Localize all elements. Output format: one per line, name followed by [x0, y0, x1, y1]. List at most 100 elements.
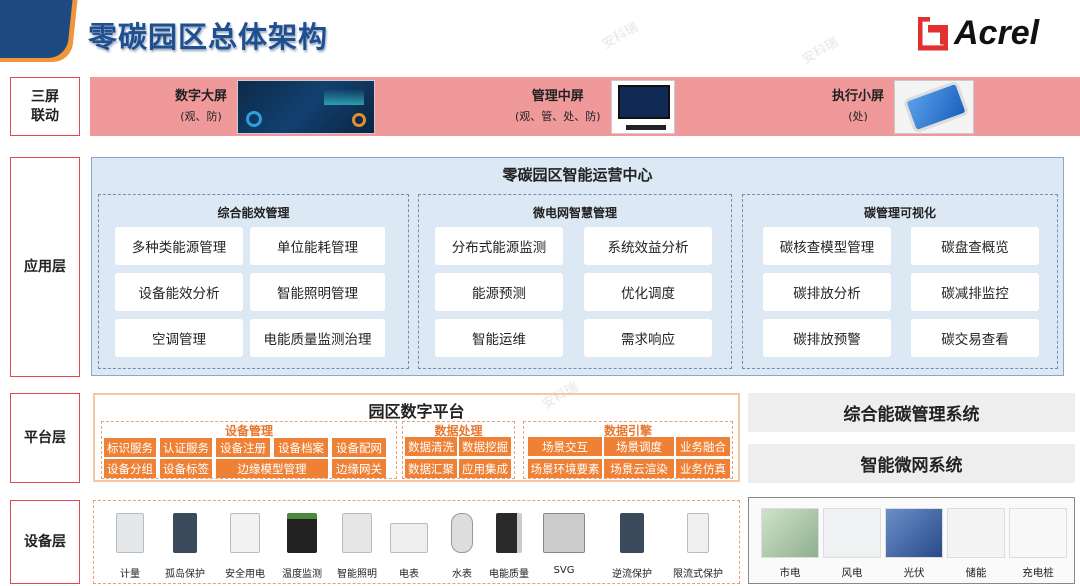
module-card[interactable]: 系统效益分析: [584, 227, 712, 265]
corner-decoration: [0, 0, 74, 58]
data-engine-group: 数据引擎 场景交互 场景调度 业务融合 场景环境要素 场景云渲染 业务仿真: [523, 421, 733, 479]
layer-label-platform: 平台层: [10, 393, 80, 483]
device-item: 智能照明: [329, 513, 385, 580]
platform-cell[interactable]: 设备标签: [160, 459, 212, 478]
source-item: 光伏: [885, 508, 943, 580]
group-microgrid: 微电网智慧管理 分布式能源监测 系统效益分析 能源预测 优化调度 智能运维 需求…: [418, 194, 732, 369]
logo-mark-icon: [918, 16, 948, 51]
platform-cell[interactable]: 认证服务: [160, 438, 212, 457]
device-item: 孤岛保护: [157, 513, 213, 580]
group-energy-efficiency: 综合能效管理 多种类能源管理 单位能耗管理 设备能效分析 智能照明管理 空调管理…: [98, 194, 409, 369]
platform-cell[interactable]: 数据清洗: [405, 437, 457, 456]
module-card[interactable]: 能源预测: [435, 273, 563, 311]
device-label: 温度监测: [282, 569, 322, 580]
solar-panel-icon: [885, 508, 943, 558]
reverse-flow-protection-icon: [620, 513, 644, 553]
group-title: 设备管理: [224, 424, 273, 438]
system-energy-carbon[interactable]: 综合能碳管理系统: [748, 393, 1075, 432]
charging-pile-icon: [1009, 508, 1067, 558]
device-label: 电能质量: [489, 569, 529, 580]
platform-cell[interactable]: 业务仿真: [676, 459, 730, 478]
platform-cell[interactable]: 业务融合: [676, 437, 730, 456]
platform-cell[interactable]: 边缘模型管理: [216, 459, 328, 478]
layer-label-application: 应用层: [10, 157, 80, 377]
module-card[interactable]: 碳盘查概览: [911, 227, 1039, 265]
source-label: 光伏: [903, 567, 925, 579]
module-card[interactable]: 碳排放预警: [763, 319, 891, 357]
module-card[interactable]: 空调管理: [115, 319, 243, 357]
module-card[interactable]: 碳减排监控: [911, 273, 1039, 311]
module-card[interactable]: 碳核查模型管理: [763, 227, 891, 265]
module-card[interactable]: 智能运维: [435, 319, 563, 357]
platform-cell[interactable]: 数据挖掘: [459, 437, 511, 456]
operations-center-title: 零碳园区智能运营中心: [502, 166, 653, 184]
page-title: 零碳园区总体架构: [88, 20, 329, 54]
phone-image: [894, 79, 975, 134]
screen-name: 管理中屏: [531, 88, 584, 104]
device-item: 安全用电: [217, 513, 273, 580]
platform-cell[interactable]: 场景环境要素: [528, 459, 602, 478]
group-carbon: 碳管理可视化 碳核查模型管理 碳盘查概览 碳排放分析 碳减排监控 碳排放预警 碳…: [742, 194, 1058, 369]
system-microgrid[interactable]: 智能微网系统: [748, 444, 1075, 483]
source-label: 储能: [965, 567, 987, 579]
safety-power-icon: [230, 513, 260, 553]
module-card[interactable]: 单位能耗管理: [250, 227, 385, 265]
source-label: 充电桩: [1022, 567, 1054, 579]
module-card[interactable]: 电能质量监测治理: [250, 319, 385, 357]
layer-label-device: 设备层: [10, 500, 80, 584]
platform-cell[interactable]: 边缘网关: [332, 459, 386, 478]
platform-cell[interactable]: 场景云渲染: [604, 459, 674, 478]
module-card[interactable]: 分布式能源监测: [435, 227, 563, 265]
platform-cell[interactable]: 场景调度: [604, 437, 674, 456]
device-item: 温度监测: [274, 513, 330, 580]
device-item: 电表: [381, 513, 437, 580]
module-card[interactable]: 碳交易查看: [911, 319, 1039, 357]
island-protection-icon: [173, 513, 197, 553]
platform-cell[interactable]: 设备分组: [104, 459, 156, 478]
screen-sub: (观、防): [180, 109, 222, 123]
device-management-group: 设备管理 标识服务 认证服务 设备注册 设备档案 设备配网 设备分组 设备标签 …: [101, 421, 397, 479]
module-card[interactable]: 碳排放分析: [763, 273, 891, 311]
screen-sub: (观、管、处、防): [515, 109, 601, 123]
module-card[interactable]: 设备能效分析: [115, 273, 243, 311]
source-item: 风电: [823, 508, 881, 580]
platform-cell[interactable]: 应用集成: [459, 459, 511, 478]
meter-icon: [116, 513, 144, 553]
watermark: 安科瑞: [599, 19, 642, 53]
platform-cell[interactable]: 设备档案: [274, 438, 328, 457]
platform-cell[interactable]: 场景交互: [528, 437, 602, 456]
electric-meter-icon: [390, 523, 428, 553]
wind-turbine-icon: [823, 508, 881, 558]
device-label: 计量: [120, 569, 140, 580]
module-card[interactable]: 多种类能源管理: [115, 227, 243, 265]
module-card[interactable]: 优化调度: [584, 273, 712, 311]
screen-medium: 管理中屏 (观、管、处、防): [515, 77, 675, 136]
module-card[interactable]: 需求响应: [584, 319, 712, 357]
platform-cell[interactable]: 标识服务: [104, 438, 156, 457]
screen-name: 执行小屏: [832, 88, 885, 104]
source-item: 市电: [761, 508, 819, 580]
device-label: 逆流保护: [612, 569, 652, 580]
screen-small: 执行小屏 (处): [832, 77, 975, 136]
layer-label-screens: 三屏 联动: [10, 77, 80, 136]
group-title: 数据处理: [434, 424, 483, 438]
platform-title: 园区数字平台: [368, 402, 465, 421]
device-item: SVG: [536, 513, 592, 576]
grid-tower-icon: [761, 508, 819, 558]
water-meter-icon: [451, 513, 473, 553]
platform-cell[interactable]: 数据汇聚: [405, 459, 457, 478]
device-label: 智能照明: [337, 569, 377, 580]
current-limit-protection-icon: [687, 513, 709, 553]
storage-cabinet-icon: [947, 508, 1005, 558]
digital-platform: 园区数字平台 设备管理 标识服务 认证服务 设备注册 设备档案 设备配网 设备分…: [93, 393, 740, 482]
module-card[interactable]: 智能照明管理: [250, 273, 385, 311]
svg-device-icon: [543, 513, 585, 553]
source-item: 充电桩: [1009, 508, 1067, 580]
platform-cell[interactable]: 设备配网: [332, 438, 386, 457]
screen-sub: (处): [848, 109, 868, 123]
acrel-logo: Acrel: [918, 14, 1039, 53]
energy-sources: 市电 风电 光伏 储能 充电桩: [748, 497, 1075, 584]
logo-text: Acrel: [954, 14, 1040, 52]
device-label: SVG: [553, 565, 575, 576]
platform-cell[interactable]: 设备注册: [216, 438, 270, 457]
